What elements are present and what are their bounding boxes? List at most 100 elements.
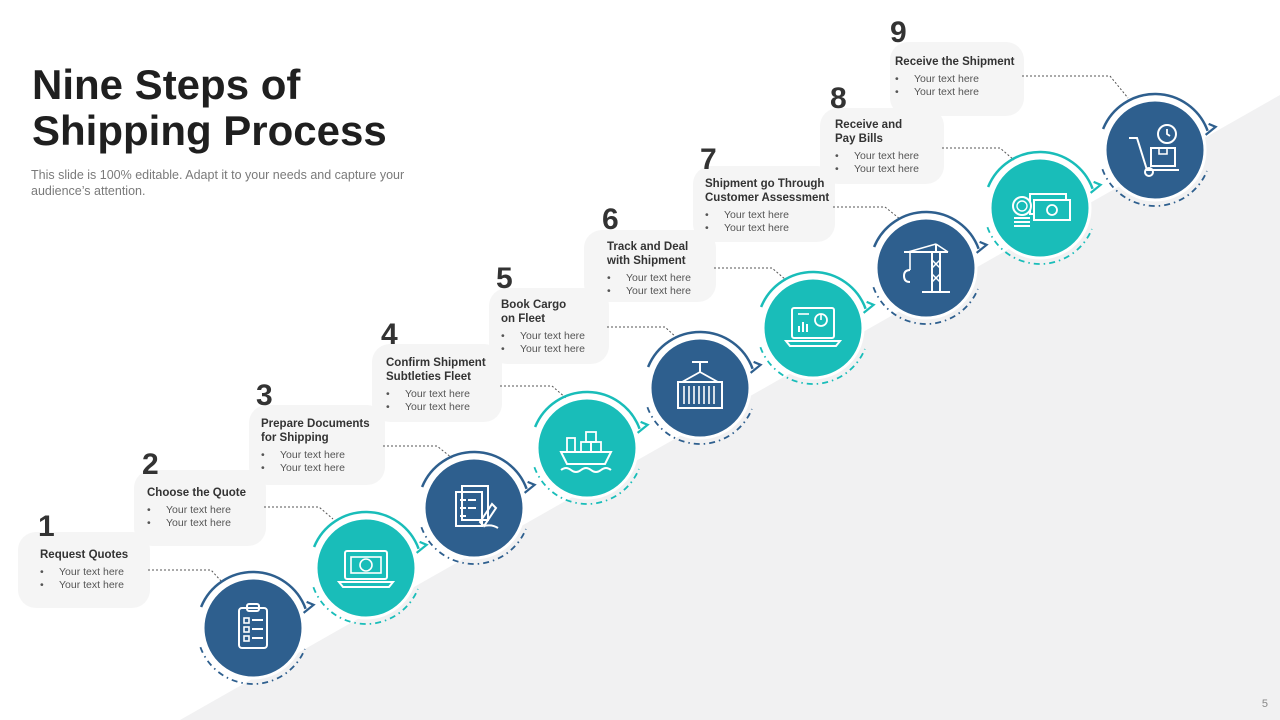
- step-3-card: Prepare Documents for ShippingYour text …: [261, 417, 370, 475]
- step-8-number: 8: [830, 82, 847, 115]
- laptop-cash-icon: [336, 550, 396, 588]
- step-5-ring-arrow: [749, 360, 763, 374]
- step-7-ring-dashed: [872, 286, 979, 325]
- bullet-item: Your text here: [895, 86, 1015, 99]
- step-2-title: Choose the Quote: [147, 487, 247, 499]
- step-5-title: Book Cargo on Fleet: [501, 299, 567, 325]
- step-6-leader-line: [714, 267, 787, 281]
- step-2-number: 2: [142, 448, 159, 481]
- step-3-ring-solid: [420, 450, 528, 490]
- port-crane-icon: [902, 243, 950, 293]
- step-6-ring-arrow: [862, 300, 876, 314]
- step-7-circle: [874, 216, 978, 320]
- step-9-ring-arrow: [1204, 122, 1218, 136]
- step-5-leader-line: [607, 326, 679, 340]
- documents-signing-icon: [455, 485, 499, 529]
- page-subtitle: This slide is 100% editable. Adapt it to…: [31, 168, 405, 198]
- hand-truck-icon: [1129, 124, 1179, 177]
- bullet-item: Your text here: [147, 504, 246, 517]
- step-8-title: Receive and Pay Bills: [835, 119, 903, 145]
- step-7-title: Shipment go Through Customer Assessment: [705, 178, 830, 204]
- container-crane-icon: [677, 361, 723, 409]
- bullet-item: Your text here: [261, 462, 370, 475]
- cargo-ship-icon: [559, 431, 613, 473]
- money-coins-icon: [1012, 193, 1071, 227]
- title-line-1: Nine Steps of: [32, 61, 301, 108]
- bullet-item: Your text here: [386, 401, 486, 414]
- step-1-leader-line: [148, 569, 223, 583]
- step-7-leader-line: [833, 206, 901, 220]
- step-3-ring-dashed: [420, 526, 527, 565]
- step-9-circle: [1103, 98, 1207, 202]
- step-9-bullets: Your text hereYour text here: [895, 73, 1015, 99]
- step-2-card: Choose the QuoteYour text hereYour text …: [147, 486, 246, 530]
- step-8-card: Receive and Pay BillsYour text hereYour …: [835, 118, 919, 176]
- step-2-leader-line: [264, 506, 334, 520]
- step-6-bullets: Your text hereYour text here: [607, 272, 691, 298]
- step-2-ring-arrow: [415, 540, 429, 554]
- clipboard-checklist-icon: [238, 603, 268, 649]
- step-7-number: 7: [700, 143, 717, 176]
- step-5-ring-solid: [646, 330, 754, 370]
- step-1-number: 1: [38, 510, 55, 543]
- step-8-bullets: Your text hereYour text here: [835, 150, 919, 176]
- step-7-ring-solid: [872, 210, 980, 250]
- step-1-ring-dashed: [199, 646, 306, 685]
- step-6-card: Track and Deal with ShipmentYour text he…: [607, 240, 691, 298]
- bullet-item: Your text here: [147, 517, 246, 530]
- step-8-ring-dashed: [986, 226, 1093, 265]
- step-1-bullets: Your text hereYour text here: [40, 566, 128, 592]
- step-7-card: Shipment go Through Customer AssessmentY…: [705, 177, 829, 235]
- step-8-ring-solid: [986, 150, 1094, 190]
- step-5-number: 5: [496, 262, 513, 295]
- step-6-title: Track and Deal with Shipment: [607, 241, 689, 267]
- step-9-ring-dashed: [1101, 168, 1208, 207]
- page-number: 5: [1261, 698, 1268, 710]
- step-7-bullets: Your text hereYour text here: [705, 209, 829, 235]
- bullet-item: Your text here: [835, 150, 919, 163]
- bullet-item: Your text here: [501, 343, 585, 356]
- bullet-item: Your text here: [501, 330, 585, 343]
- step-1-title: Request Quotes: [40, 549, 129, 561]
- step-rings: [199, 92, 1218, 685]
- step-4-card: Confirm Shipment Subtleties FleetYour te…: [386, 356, 486, 414]
- step-2-ring-solid: [312, 510, 420, 550]
- step-6-ring-dashed: [759, 346, 866, 385]
- step-9-title: Receive the Shipment: [895, 56, 1015, 68]
- step-9-leader-line: [1022, 75, 1129, 99]
- bullet-item: Your text here: [835, 163, 919, 176]
- step-5-ring-dashed: [646, 406, 753, 445]
- step-3-leader-line: [383, 445, 453, 459]
- step-9-number: 9: [890, 16, 907, 49]
- step-4-circle: [535, 396, 639, 500]
- step-9-ring-solid: [1101, 92, 1209, 132]
- step-circles: [201, 98, 1207, 680]
- step-2-ring-dashed: [312, 586, 419, 625]
- bullet-item: Your text here: [895, 73, 1015, 86]
- bullet-item: Your text here: [386, 388, 486, 401]
- step-3-ring-arrow: [523, 480, 537, 494]
- bullet-item: Your text here: [40, 566, 128, 579]
- step-4-ring-solid: [533, 390, 641, 430]
- leader-lines: [148, 75, 1129, 583]
- step-1-card: Request QuotesYour text hereYour text he…: [40, 548, 128, 592]
- bullet-item: Your text here: [705, 209, 829, 222]
- step-6-ring-solid: [759, 270, 867, 310]
- step-7-ring-arrow: [975, 240, 989, 254]
- step-1-ring-solid: [199, 570, 307, 610]
- step-3-number: 3: [256, 379, 273, 412]
- step-2-bullets: Your text hereYour text here: [147, 504, 246, 530]
- step-4-title: Confirm Shipment Subtleties Fleet: [386, 357, 486, 383]
- bullet-item: Your text here: [607, 285, 691, 298]
- bullet-item: Your text here: [261, 449, 370, 462]
- step-6-circle: [761, 276, 865, 380]
- bullet-item: Your text here: [40, 579, 128, 592]
- step-5-bullets: Your text hereYour text here: [501, 330, 585, 356]
- step-5-circle: [648, 336, 752, 440]
- title-line-2: Shipping Process: [32, 107, 387, 154]
- step-4-leader-line: [500, 385, 567, 399]
- step-4-ring-dashed: [533, 466, 640, 505]
- step-9-card: Receive the ShipmentYour text hereYour t…: [895, 55, 1015, 99]
- step-3-title: Prepare Documents for Shipping: [261, 418, 370, 444]
